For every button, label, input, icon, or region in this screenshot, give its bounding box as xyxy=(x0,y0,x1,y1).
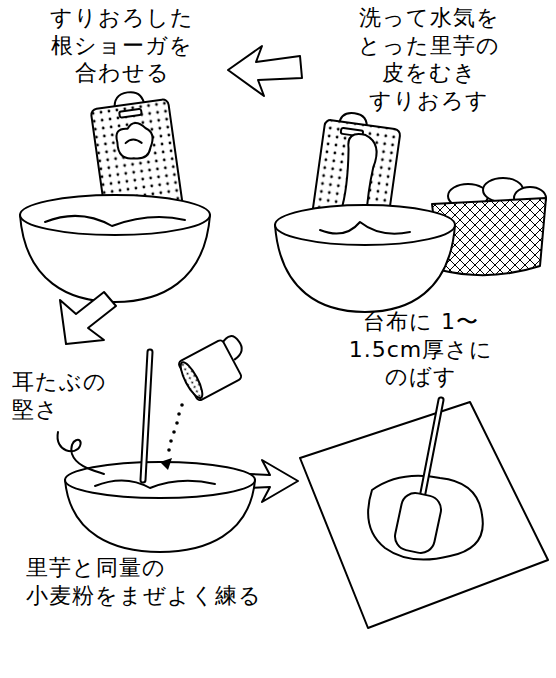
spatula xyxy=(392,400,443,556)
bowl xyxy=(65,462,255,552)
bowl xyxy=(275,205,455,312)
measuring-cup xyxy=(176,332,255,402)
cloth xyxy=(300,402,548,628)
pouring-flour xyxy=(160,403,184,470)
bowl xyxy=(20,195,210,302)
step-arrow xyxy=(60,292,116,344)
step-caption: 耳たぶの 堅さ xyxy=(12,368,124,423)
step-arrow xyxy=(250,460,298,502)
step-caption: 台布に 1〜1.5cm厚さに のばす xyxy=(318,308,524,391)
step-caption: すりおろした 根ショーガを 合わせる xyxy=(36,4,208,87)
step-caption: 洗って水気を とった里芋の 皮をむき すりおろす xyxy=(326,4,532,114)
leader-line xyxy=(58,432,104,474)
step-arrow xyxy=(228,46,302,96)
step-caption: 里芋と同量の 小麦粉をまぜよく練る xyxy=(26,554,308,609)
stirring-stick xyxy=(143,352,150,480)
